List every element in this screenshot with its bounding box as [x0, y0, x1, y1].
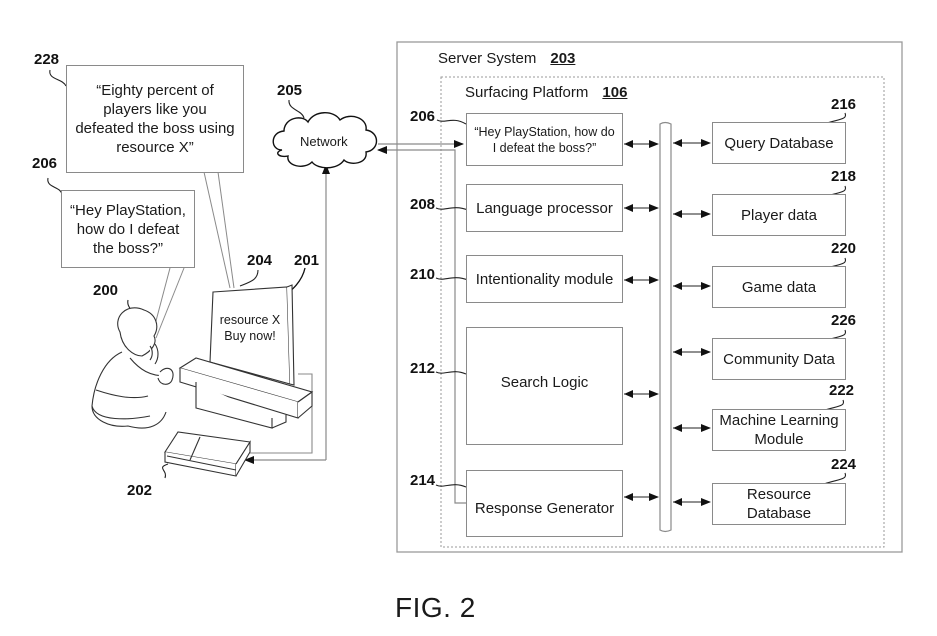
surfacing-platform-title: Surfacing Platform 106	[465, 84, 627, 101]
module-line: Player data	[741, 206, 817, 224]
console-ref: 202	[127, 482, 153, 499]
community-data-box: Community Data	[712, 338, 846, 380]
module-ref: 224	[831, 456, 857, 473]
module-ref: 206	[410, 108, 436, 125]
bubble-ref-206: 206	[32, 155, 58, 172]
intentionality-module-box: Intentionality module	[466, 255, 623, 303]
figure-caption: FIG. 2	[395, 592, 476, 623]
response-generator-box: Response Generator	[466, 470, 623, 537]
bubble-tails	[151, 171, 235, 339]
surfacing-platform-ref: 106	[602, 84, 628, 101]
left-bus-arrowheads-back	[624, 140, 633, 501]
bubble-line: defeated the boss using	[75, 120, 235, 137]
module-line: Machine Learning	[719, 412, 839, 429]
module-ref: 208	[410, 196, 436, 213]
module-ref: 220	[831, 240, 857, 257]
user-illustration	[91, 307, 174, 429]
search-logic-box: Search Logic	[466, 327, 623, 445]
tv-screen-line: resource X	[219, 313, 281, 327]
module-ref: 216	[831, 96, 857, 113]
network-cloud-icon	[272, 112, 378, 169]
bubble-line: “Hey PlayStation,	[70, 201, 186, 219]
tv-illustration	[178, 284, 314, 429]
response-return-line	[377, 146, 471, 504]
tv-to-console-line	[245, 373, 313, 454]
module-line: Resource	[746, 486, 812, 503]
server-system-title: Server System 203	[438, 50, 575, 67]
module-line: Database	[746, 505, 812, 522]
module-line: Community Data	[723, 350, 835, 368]
tv-screen-line: Buy now!	[224, 329, 276, 343]
display-ref: 204	[247, 252, 273, 269]
module-line: Search Logic	[500, 373, 589, 391]
module-line: Game data	[741, 278, 817, 296]
ref-leaders	[47, 69, 847, 488]
module-line: Module	[754, 431, 804, 448]
bubble-line: the boss?”	[92, 239, 164, 257]
surfacing-platform-box	[440, 76, 885, 548]
tv-screen-text: resource X Buy now!	[216, 312, 284, 344]
network-ref: 205	[277, 82, 303, 99]
module-line: “Hey PlayStation, how do	[474, 124, 615, 139]
module-line: Query Database	[724, 134, 834, 152]
right-bus-arrowheads-back	[673, 139, 682, 506]
module-ref: 214	[410, 472, 436, 489]
surfacing-platform-label: Surfacing Platform	[465, 84, 589, 101]
response-speech-bubble: “Eighty percent of players like you defe…	[66, 65, 244, 173]
network-label: Network	[300, 134, 348, 149]
player-data-box: Player data	[712, 194, 846, 236]
language-processor-box: Language processor	[466, 184, 623, 232]
server-system-ref: 203	[550, 50, 576, 67]
left-bus-arrows	[624, 140, 659, 501]
right-bus-arrows	[673, 139, 711, 506]
bubble-line: “Eighty percent of	[96, 82, 214, 99]
server-system-label: Server System	[438, 50, 537, 67]
query-speech-bubble: “Hey PlayStation, how do I defeat the bo…	[61, 190, 195, 268]
bubble-line: how do I defeat	[76, 220, 180, 238]
bubble-line: resource X”	[116, 139, 194, 156]
module-line: I defeat the boss?”	[492, 140, 597, 155]
screen-ref: 201	[294, 252, 320, 269]
module-ref: 222	[829, 382, 855, 399]
bubble-ref-228: 228	[34, 51, 60, 68]
module-ref: 210	[410, 266, 436, 283]
bubble-line: players like you	[103, 101, 207, 118]
module-line: Language processor	[476, 199, 613, 217]
module-ref: 226	[831, 312, 857, 329]
query-database-box: Query Database	[712, 122, 846, 164]
query-input-box: “Hey PlayStation, how do I defeat the bo…	[466, 113, 623, 166]
user-ref: 200	[93, 282, 119, 299]
server-system-box	[396, 41, 903, 553]
machine-learning-module-box: Machine Learning Module	[712, 409, 846, 451]
module-ref: 218	[831, 168, 857, 185]
game-data-box: Game data	[712, 266, 846, 308]
console-illustration	[164, 431, 251, 477]
resource-database-box: Resource Database	[712, 483, 846, 525]
internal-bus	[659, 121, 672, 533]
module-line: Intentionality module	[475, 270, 614, 288]
module-line: Response Generator	[474, 500, 615, 517]
module-ref: 212	[410, 360, 436, 377]
